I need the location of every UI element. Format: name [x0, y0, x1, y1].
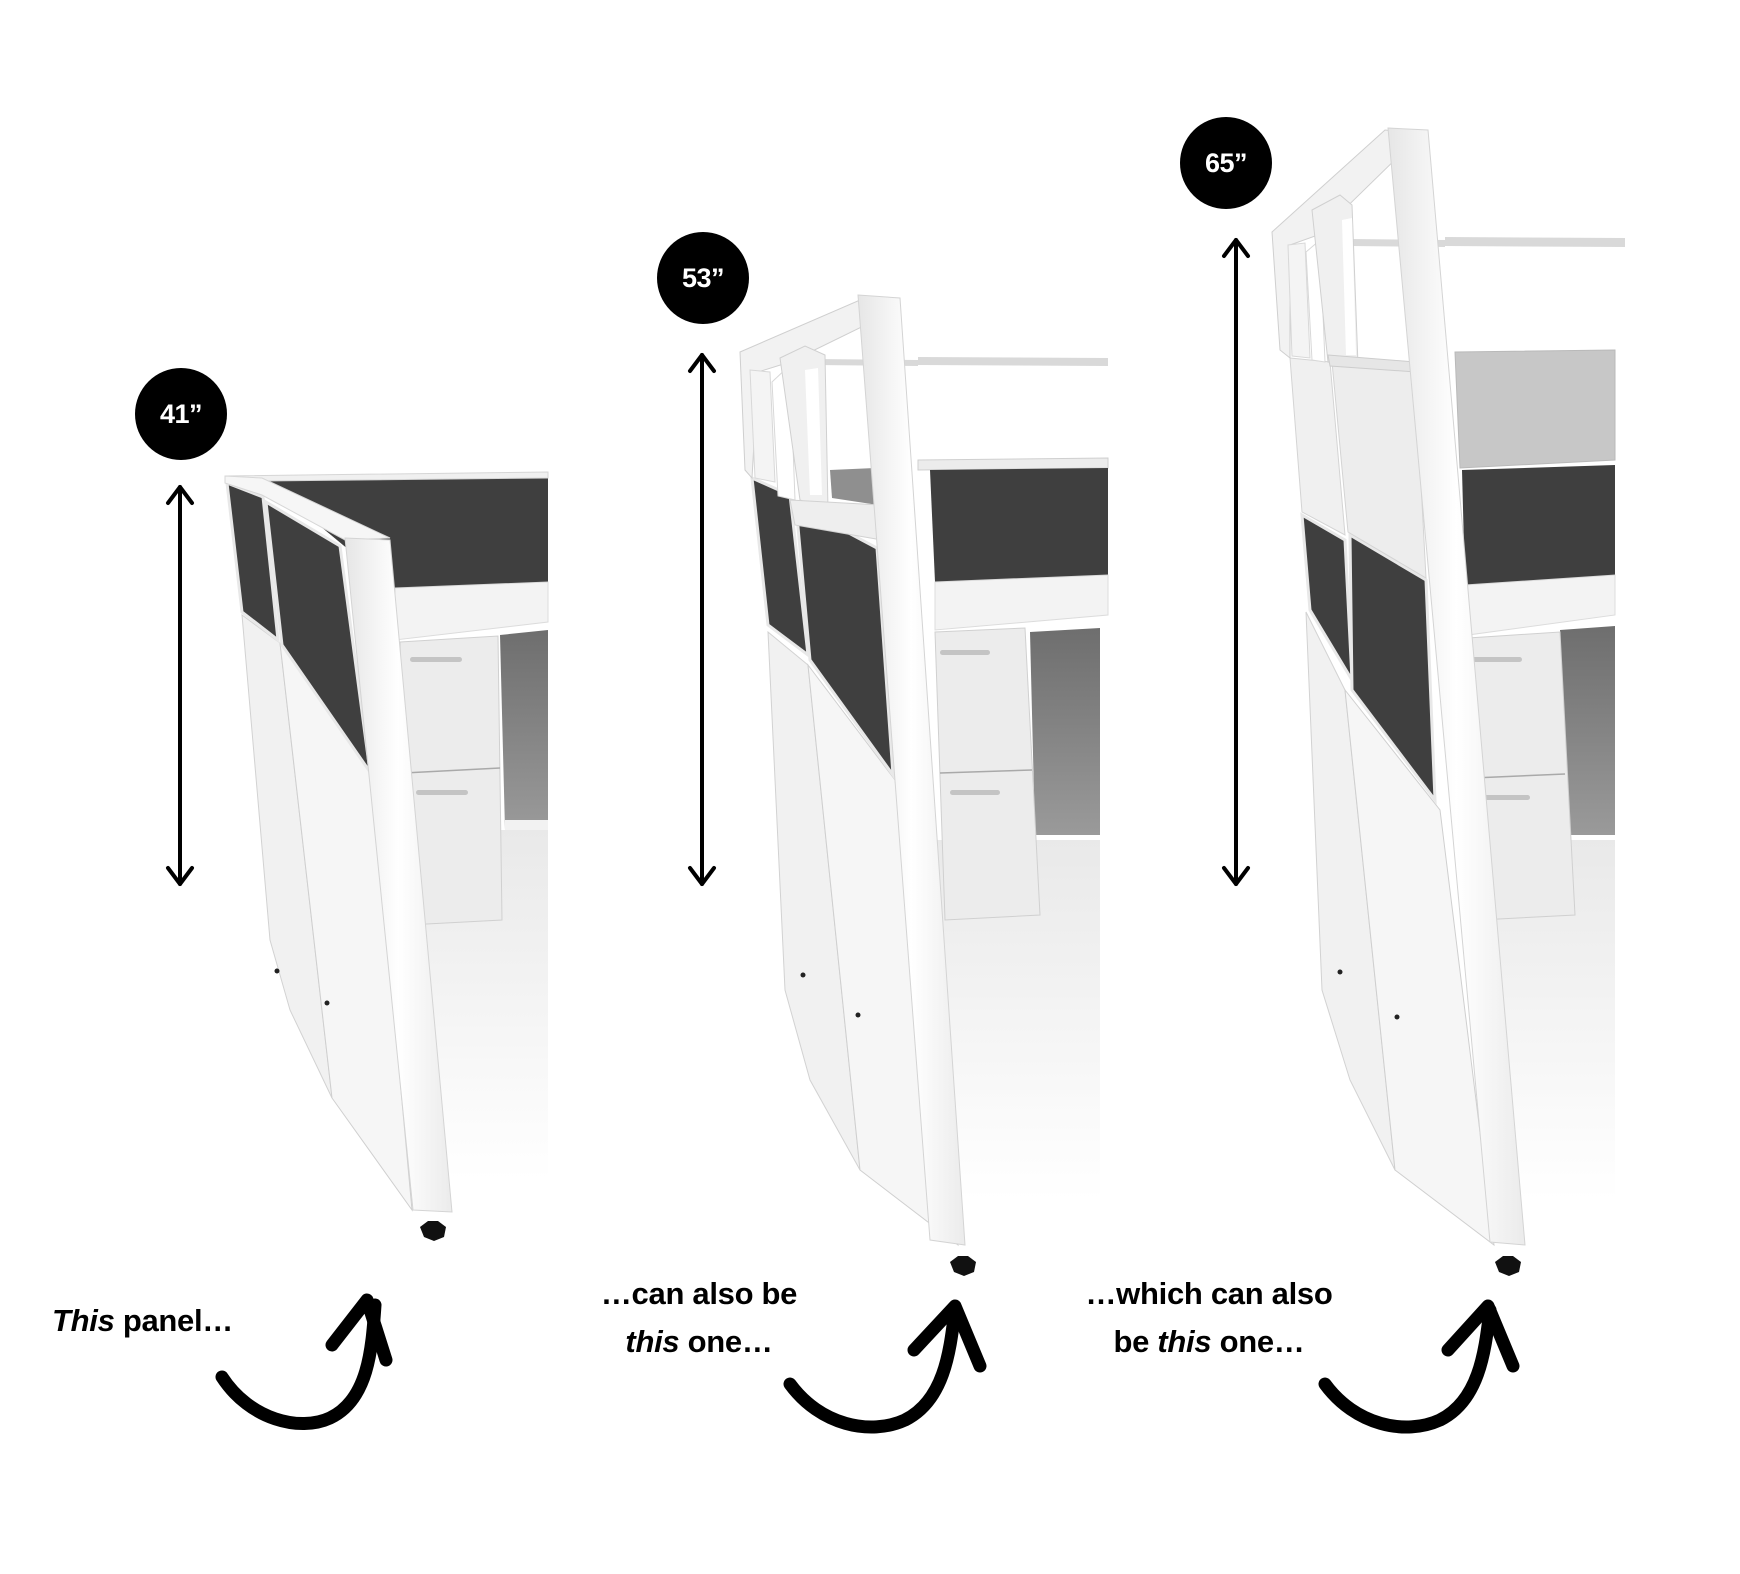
height-label: 53” — [681, 262, 725, 293]
caption-text: be — [1113, 1324, 1158, 1359]
height-badge-53: 53” — [657, 232, 749, 324]
render-3 — [1271, 127, 1625, 1276]
caption-text: one… — [1211, 1324, 1305, 1359]
caption-1: This panel… — [52, 1297, 233, 1345]
render-1 — [224, 471, 549, 1241]
caption-line: …can also be — [585, 1270, 813, 1318]
curved-arrow-icon-1 — [215, 1293, 393, 1431]
leveler-foot-icon — [420, 1221, 446, 1241]
caption-emphasis: this — [625, 1324, 680, 1359]
height-label: 65” — [1204, 147, 1248, 178]
dimension-arrow-icon-53 — [688, 353, 716, 886]
leveler-foot-icon — [1495, 1256, 1521, 1276]
caption-emphasis: this — [1157, 1324, 1212, 1359]
caption-emphasis: This — [52, 1303, 115, 1338]
caption-text: …can also be — [600, 1276, 798, 1311]
dimension-arrow-icon-65 — [1222, 238, 1250, 886]
caption-3: …which can also be this one… — [1066, 1270, 1352, 1366]
height-label: 41” — [159, 398, 203, 429]
caption-text: panel… — [114, 1303, 234, 1338]
caption-line: be this one… — [1066, 1318, 1352, 1366]
caption-line: this one… — [585, 1318, 813, 1366]
height-badge-65: 65” — [1180, 117, 1272, 209]
leveler-foot-icon — [950, 1256, 976, 1276]
curved-arrow-icon-3 — [1318, 1299, 1520, 1434]
height-badge-41: 41” — [135, 368, 227, 460]
caption-line: …which can also — [1066, 1270, 1352, 1318]
dimension-arrow-icon-41 — [166, 485, 194, 886]
render-2 — [739, 294, 1109, 1276]
caption-text: …which can also — [1085, 1276, 1333, 1311]
caption-2: …can also be this one… — [585, 1270, 813, 1366]
curved-arrow-icon-2 — [783, 1299, 987, 1434]
caption-text: one… — [679, 1324, 773, 1359]
